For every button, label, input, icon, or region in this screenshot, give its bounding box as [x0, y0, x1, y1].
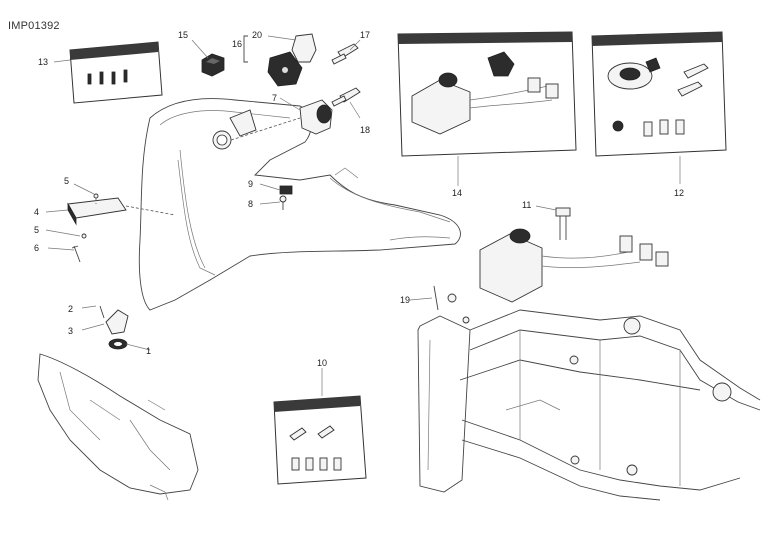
part-15-key-head [201, 53, 225, 77]
callout-17: 17 [360, 30, 370, 40]
frame-switch [479, 228, 669, 303]
part-10-card [273, 395, 367, 485]
diagram-code: IMP01392 [8, 20, 60, 32]
callout-9: 9 [248, 179, 253, 189]
callout-2: 2 [68, 304, 73, 314]
leader-lines [45, 35, 681, 396]
callout-19: 19 [400, 295, 410, 305]
callout-13: 13 [38, 57, 48, 67]
callout-5a: 5 [64, 176, 69, 186]
callout-1: 1 [146, 346, 151, 356]
part-19-pin [433, 285, 439, 311]
callout-12: 12 [674, 188, 684, 198]
part-8-9-fasteners [279, 185, 293, 210]
callout-7: 7 [272, 93, 277, 103]
lower-fairing [37, 353, 199, 501]
callout-20: 20 [252, 30, 262, 40]
callout-16: 16 [232, 39, 242, 49]
callout-8: 8 [248, 199, 253, 209]
callout-11: 11 [522, 200, 531, 210]
part-1-2-3-lock-ring [99, 305, 129, 350]
part-12-card [591, 31, 727, 157]
part-13-card [69, 41, 163, 104]
part-7-lock [212, 99, 333, 150]
callout-5b: 5 [34, 225, 39, 235]
motorcycle-frame [417, 293, 761, 501]
part-17-18-brackets [331, 43, 361, 107]
callout-15: 15 [178, 30, 188, 40]
callout-6: 6 [34, 243, 39, 253]
callout-3: 3 [68, 326, 73, 336]
callout-10: 10 [317, 358, 327, 368]
callout-18: 18 [360, 125, 370, 135]
callout-14: 14 [452, 188, 462, 198]
part-11-bolt [555, 207, 571, 240]
part-16-20-keys [243, 33, 317, 87]
part-4-5-6-bracket [67, 193, 176, 263]
callout-4: 4 [34, 207, 39, 217]
part-14-card [397, 31, 577, 157]
callouts: 1 2 3 4 5 5 6 7 8 9 10 11 12 13 14 15 16… [34, 30, 684, 368]
